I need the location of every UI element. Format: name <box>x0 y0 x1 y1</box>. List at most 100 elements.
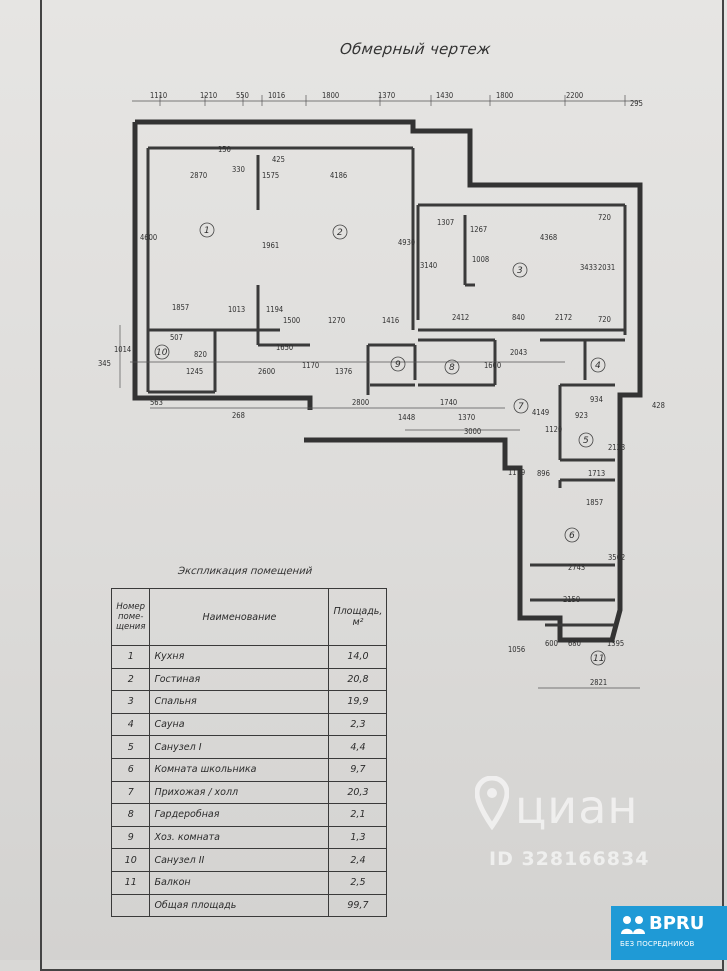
room-number: 2 <box>337 228 343 238</box>
dim-label: 1961 <box>262 241 279 250</box>
dim-label: 425 <box>272 155 285 164</box>
people-icon <box>621 916 645 934</box>
dim-label: 1120 <box>545 425 562 434</box>
dim-label: 720 <box>598 315 611 324</box>
dim-label: 1270 <box>328 316 345 325</box>
dim-label: 2870 <box>190 171 207 180</box>
dim-label: 4930 <box>398 238 415 247</box>
badge-tagline: БЕЗ ПОСРЕДНИКОВ <box>620 940 695 948</box>
dim-label: 1370 <box>458 413 475 422</box>
room-number-labels: 1 2 3 4 5 6 7 8 9 10 11 <box>156 226 604 664</box>
dim-label: 2031 <box>598 263 615 272</box>
dim-label: 1013 <box>228 305 245 314</box>
dim-label: 150 <box>218 145 231 154</box>
header-number: Номер поме- щения <box>110 588 151 646</box>
dim-label: 1008 <box>472 255 489 264</box>
dim-label: 2600 <box>258 367 275 376</box>
dim-label: 2123 <box>608 443 625 452</box>
dim-label: 1448 <box>398 413 415 422</box>
dim-label: 563 <box>150 398 163 407</box>
dim-label: 1857 <box>586 498 603 507</box>
dim-label: 1575 <box>262 171 279 180</box>
room-number: 3 <box>517 266 523 276</box>
dim-label: 923 <box>575 411 588 420</box>
dim-label: 1267 <box>470 225 487 234</box>
wall-outline <box>135 119 643 643</box>
room-number: 11 <box>593 654 604 664</box>
dim-label: 1416 <box>382 316 399 325</box>
explication-title: Экспликация помещений <box>177 566 313 577</box>
top-dim-label: 1430 <box>436 91 453 100</box>
dimension-lines <box>119 95 640 689</box>
room-number: 10 <box>156 348 168 358</box>
top-dimension-labels: 1110 1210 550 1016 1800 1370 1430 1800 2… <box>150 91 643 108</box>
dim-label: 3000 <box>464 427 481 436</box>
top-dim-label: 1210 <box>200 91 217 100</box>
room-markers <box>154 222 606 666</box>
room-number: 8 <box>449 363 455 373</box>
dim-label: 2172 <box>555 313 572 322</box>
dim-label: 3140 <box>420 261 437 270</box>
header-area: Площадь, м² <box>328 588 388 646</box>
dim-label: 1170 <box>302 361 319 370</box>
bpru-badge[interactable]: BPRU БЕЗ ПОСРЕДНИКОВ <box>611 906 727 960</box>
dim-label: 840 <box>512 313 525 322</box>
dim-label: 2800 <box>352 398 369 407</box>
top-dim-label: 1800 <box>322 91 339 100</box>
room-number: 4 <box>595 361 601 371</box>
room-number: 9 <box>395 360 401 370</box>
dim-label: 1376 <box>335 367 352 376</box>
table-header-row: Номер поме- щения Наименование Площадь, … <box>110 588 388 646</box>
plan-inner-walls <box>146 146 627 627</box>
top-dim-label: 1110 <box>150 91 167 100</box>
dim-label: 1179 <box>508 468 525 477</box>
dim-label: 600 <box>545 639 558 648</box>
room-number: 1 <box>204 226 210 236</box>
top-dim-label: 2200 <box>566 91 583 100</box>
top-dim-label: 295 <box>630 99 643 108</box>
dim-label: 2043 <box>510 348 527 357</box>
dim-label: 2150 <box>563 595 580 604</box>
dim-label: 4600 <box>140 233 157 242</box>
plan-walls <box>132 119 643 643</box>
dim-label: 1650 <box>276 343 293 352</box>
dim-label: 1395 <box>607 639 624 648</box>
dim-label: 680 <box>568 639 581 648</box>
explication-table: Номер поме- щения Наименование Площадь, … <box>110 588 388 918</box>
dim-label: 1857 <box>172 303 189 312</box>
dim-label: 4149 <box>532 408 549 417</box>
top-dim-label: 1800 <box>496 91 513 100</box>
dim-label: 2412 <box>452 313 469 322</box>
room-number: 6 <box>569 531 575 541</box>
top-dim-label: 550 <box>236 91 249 100</box>
dim-label: 1500 <box>283 316 300 325</box>
dim-label: 268 <box>232 411 245 420</box>
dim-label: 345 <box>98 359 111 368</box>
dim-label: 507 <box>170 333 183 342</box>
top-dim-label: 1370 <box>378 91 395 100</box>
dim-label: 2743 <box>568 563 585 572</box>
dim-label: 820 <box>194 350 207 359</box>
dim-label: 720 <box>598 213 611 222</box>
dim-label: 1245 <box>186 367 203 376</box>
room-number: 7 <box>518 402 524 412</box>
dim-label: 1740 <box>440 398 457 407</box>
dim-label: 1194 <box>266 305 283 314</box>
dim-label: 1307 <box>437 218 454 227</box>
dim-label: 3502 <box>608 553 625 562</box>
dim-label: 934 <box>590 395 603 404</box>
header-name: Наименование <box>149 588 330 646</box>
dim-label: 1713 <box>588 469 605 478</box>
dim-label: 2821 <box>590 678 607 687</box>
dim-label: 896 <box>537 469 550 478</box>
dim-label: 1600 <box>484 361 501 370</box>
